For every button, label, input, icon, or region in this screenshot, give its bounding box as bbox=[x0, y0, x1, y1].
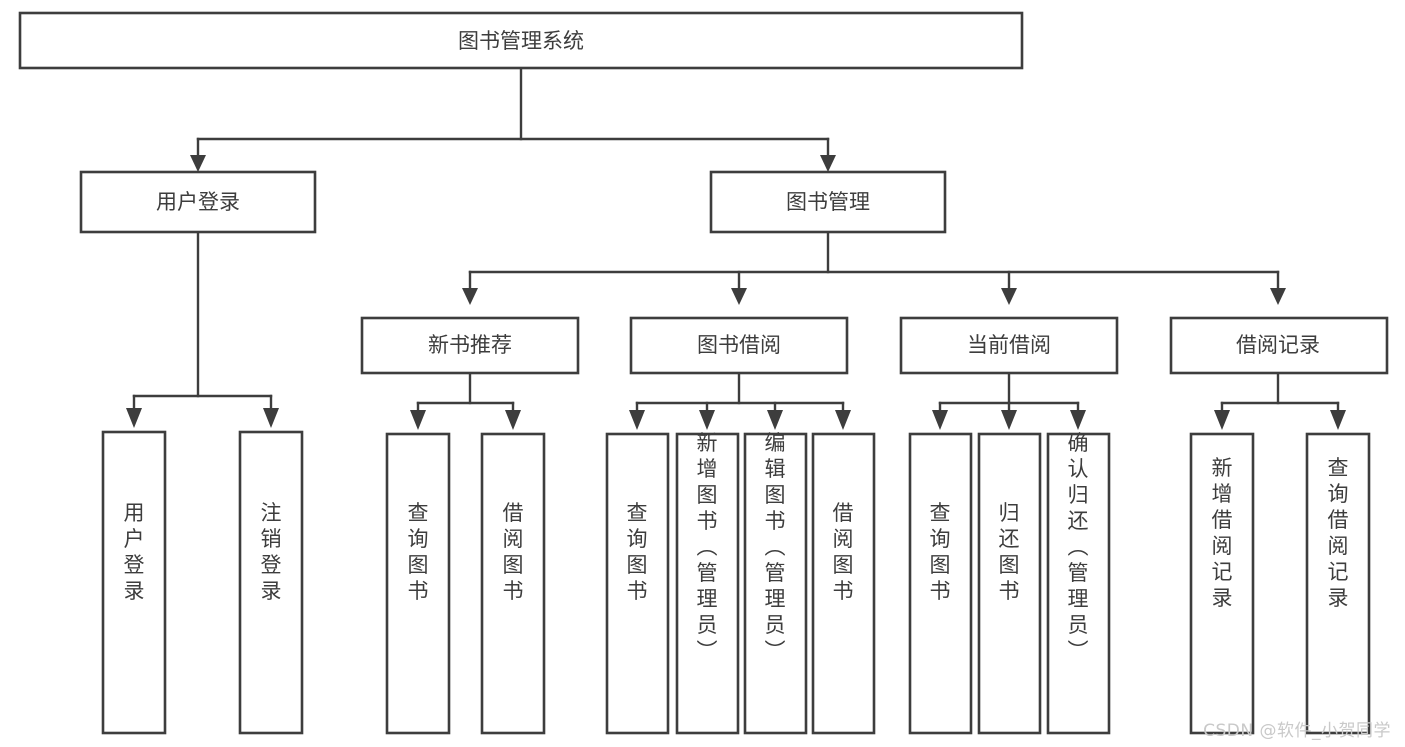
arrowhead-leaf-borrowrecord-1 bbox=[1214, 410, 1230, 430]
arrowhead-leaf-currentborrow-3 bbox=[1070, 410, 1086, 430]
leaf-bookborrow-add-label: 新增图书︵管理员︶ bbox=[697, 431, 718, 663]
arrowhead-leaf-userlogin-1 bbox=[126, 408, 142, 428]
leaf-node[interactable]: 用户登录 bbox=[101, 430, 167, 735]
arrowhead-leaf-userlogin-2 bbox=[263, 408, 279, 428]
node-new-book-recommend-label: 新书推荐 bbox=[428, 333, 512, 357]
leaf-currentborrow-return-label: 归还图书 bbox=[999, 501, 1020, 603]
arrowhead-leaf-borrowrecord-2 bbox=[1330, 410, 1346, 430]
arrowhead-leaf-currentborrow-1 bbox=[932, 410, 948, 430]
arrowhead-leaf-bookborrow-1 bbox=[629, 410, 645, 430]
arrowhead-leaf-bookborrow-3 bbox=[767, 410, 783, 430]
leaf-borrowrecord-add-box[interactable] bbox=[1189, 432, 1255, 735]
arrowhead-leaf-newbook-1 bbox=[410, 410, 426, 430]
node-borrow-record-label: 借阅记录 bbox=[1236, 333, 1320, 357]
leaf-node[interactable]: 查询借阅记录 bbox=[1305, 432, 1371, 735]
node-new-book-recommend[interactable]: 新书推荐 bbox=[360, 316, 580, 375]
leaf-newbook-query-box[interactable] bbox=[385, 432, 451, 735]
node-borrow-record[interactable]: 借阅记录 bbox=[1169, 316, 1389, 375]
node-root-box[interactable] bbox=[18, 11, 1024, 70]
node-book-manage-box[interactable] bbox=[709, 170, 947, 234]
node-book-borrow-box[interactable] bbox=[629, 316, 849, 375]
leaf-bookborrow-add-box[interactable] bbox=[675, 432, 740, 735]
node-root[interactable]: 图书管理系统 bbox=[18, 11, 1024, 70]
node-user-login[interactable]: 用户登录 bbox=[79, 170, 317, 234]
leaf-node[interactable]: 确认归还︵管理员︶ bbox=[1046, 431, 1111, 735]
leaf-node[interactable]: 借阅图书 bbox=[811, 432, 876, 735]
leaf-currentborrow-return-box[interactable] bbox=[977, 432, 1042, 735]
node-borrow-record-box[interactable] bbox=[1169, 316, 1389, 375]
arrowhead-new-book bbox=[462, 288, 478, 305]
leaf-node[interactable]: 借阅图书 bbox=[480, 432, 546, 735]
node-current-borrow-box[interactable] bbox=[899, 316, 1119, 375]
arrowhead-layer bbox=[126, 155, 1346, 430]
leaf-borrowrecord-query-label: 查询借阅记录 bbox=[1328, 456, 1349, 610]
leaf-newbook-borrow-label: 借阅图书 bbox=[503, 501, 524, 603]
arrowhead-borrow-record bbox=[1270, 288, 1286, 305]
leaf-node[interactable]: 新增图书︵管理员︶ bbox=[675, 431, 740, 735]
arrowhead-leaf-currentborrow-2 bbox=[1001, 410, 1017, 430]
arrowhead-leaf-bookborrow-4 bbox=[835, 410, 851, 430]
node-root-label: 图书管理系统 bbox=[458, 29, 584, 53]
leaf-currentborrow-query-label: 查询图书 bbox=[930, 501, 951, 603]
leaf-currentborrow-query-box[interactable] bbox=[908, 432, 973, 735]
leaf-user-login-label: 用户登录 bbox=[124, 501, 145, 603]
leaf-logout-box[interactable] bbox=[238, 430, 304, 735]
leaf-bookborrow-query-box[interactable] bbox=[605, 432, 670, 735]
arrowhead-leaf-newbook-2 bbox=[505, 410, 521, 430]
node-book-borrow[interactable]: 图书借阅 bbox=[629, 316, 849, 375]
leaf-bookborrow-borrow-label: 借阅图书 bbox=[833, 501, 854, 603]
arrowhead-current-borrow bbox=[1001, 288, 1017, 305]
leaf-node[interactable]: 新增借阅记录 bbox=[1189, 432, 1255, 735]
leaf-logout-label: 注销登录 bbox=[261, 501, 282, 603]
leaf-currentborrow-confirm-box[interactable] bbox=[1046, 432, 1111, 735]
leaf-node[interactable]: 注销登录 bbox=[238, 430, 304, 735]
leaf-node[interactable]: 查询图书 bbox=[605, 432, 670, 735]
leaf-newbook-query-label: 查询图书 bbox=[408, 501, 429, 603]
leaf-bookborrow-borrow-box[interactable] bbox=[811, 432, 876, 735]
leaf-newbook-borrow-box[interactable] bbox=[480, 432, 546, 735]
node-new-book-recommend-box[interactable] bbox=[360, 316, 580, 375]
leaf-borrowrecord-query-box[interactable] bbox=[1305, 432, 1371, 735]
leaf-node[interactable]: 编辑图书︵管理员︶ bbox=[743, 431, 808, 735]
leaf-currentborrow-confirm-label: 确认归还︵管理员︶ bbox=[1068, 431, 1089, 663]
leaf-bookborrow-query-label: 查询图书 bbox=[627, 501, 648, 603]
leaf-node[interactable]: 查询图书 bbox=[908, 432, 973, 735]
arrowhead-book-manage bbox=[820, 155, 836, 172]
arrowhead-book-borrow bbox=[731, 288, 747, 305]
node-current-borrow[interactable]: 当前借阅 bbox=[899, 316, 1119, 375]
arrowhead-user-login bbox=[190, 155, 206, 172]
leaf-bookborrow-edit-label: 编辑图书︵管理员︶ bbox=[765, 431, 786, 663]
leaf-bookborrow-edit-box[interactable] bbox=[743, 432, 808, 735]
leaf-node[interactable]: 查询图书 bbox=[385, 432, 451, 735]
leaf-user-login-box[interactable] bbox=[101, 430, 167, 735]
node-user-login-box[interactable] bbox=[79, 170, 317, 234]
node-book-borrow-label: 图书借阅 bbox=[697, 333, 781, 357]
leaf-node[interactable]: 归还图书 bbox=[977, 432, 1042, 735]
arrowhead-leaf-bookborrow-2 bbox=[699, 410, 715, 430]
node-current-borrow-label: 当前借阅 bbox=[967, 333, 1051, 357]
node-book-manage-label: 图书管理 bbox=[786, 190, 870, 214]
leaf-borrowrecord-add-label: 新增借阅记录 bbox=[1212, 456, 1233, 610]
node-book-manage[interactable]: 图书管理 bbox=[709, 170, 947, 234]
node-user-login-label: 用户登录 bbox=[156, 190, 240, 214]
